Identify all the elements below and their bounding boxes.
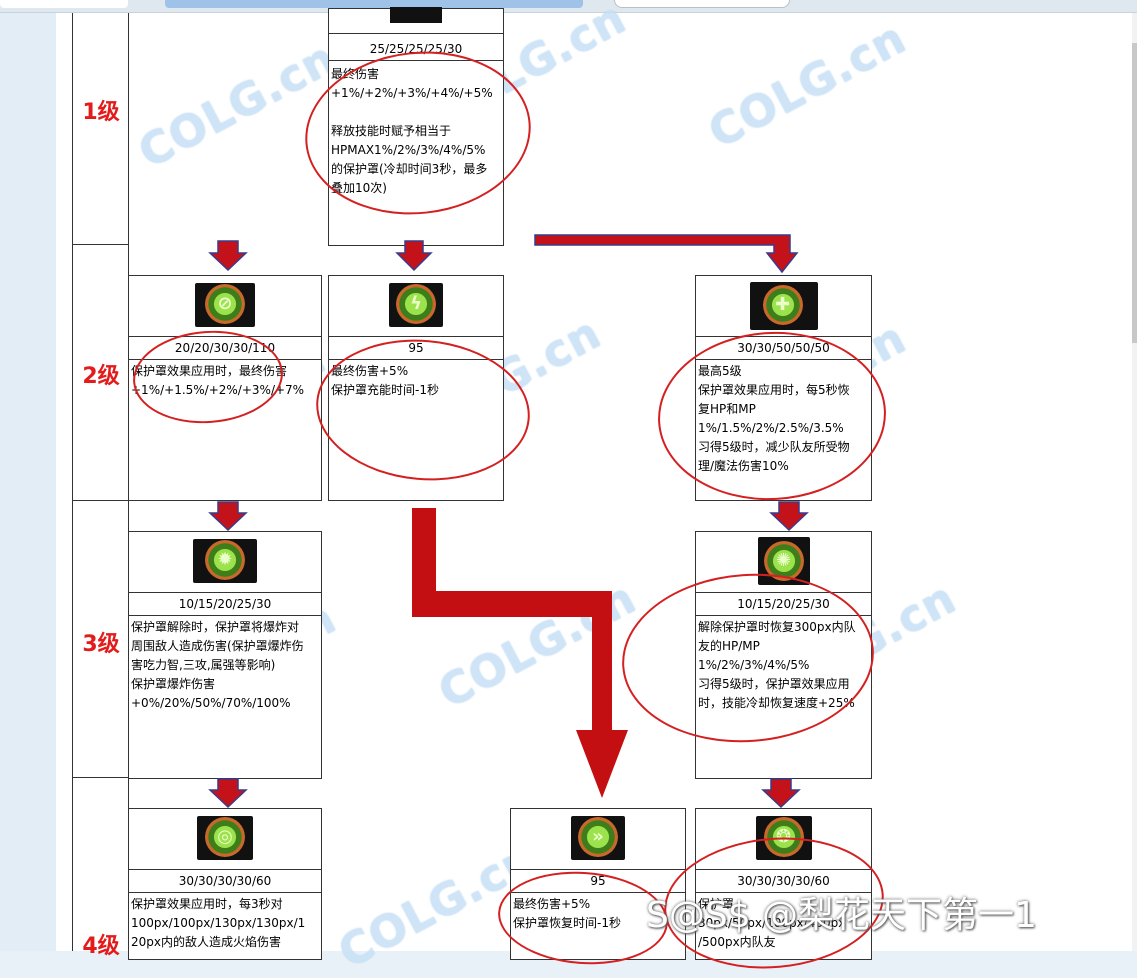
sp-cost: 10/15/20/25/30 bbox=[696, 593, 871, 616]
skill-description: 最终伤害+5% 保护罩恢复时间-1秒 bbox=[513, 897, 621, 930]
skill-icon-row: ϟ bbox=[329, 276, 503, 337]
skill-icon-row: ✚ bbox=[696, 276, 871, 337]
table-row-divider bbox=[72, 777, 128, 778]
aura-shield-icon: ❂ bbox=[755, 816, 812, 860]
skill-icon-row: ❂ bbox=[696, 809, 871, 870]
sp-cost: 95 bbox=[329, 337, 503, 360]
skill-description: 最终伤害 +1%/+2%/+3%/+4%/+5% 释放技能时赋予相当于 HPMA… bbox=[331, 67, 493, 195]
scrollbar-thumb[interactable] bbox=[1132, 43, 1137, 343]
chevron-shield-icon: » bbox=[571, 816, 625, 860]
skill-icon-row: ⊘ bbox=[129, 276, 321, 337]
left-margin bbox=[0, 13, 56, 951]
burst-shield-icon: ✹ bbox=[193, 539, 257, 583]
skill-card-l4-right: ❂ 30/30/30/30/60 保护罩 30px/50px/100px/400… bbox=[695, 808, 872, 960]
scrollbar[interactable] bbox=[1132, 13, 1137, 951]
table-row-divider bbox=[72, 244, 128, 245]
vortex-shield-icon: ◎ bbox=[197, 816, 253, 860]
skill-icon-row: ◎ bbox=[129, 809, 321, 870]
level-label: 4级 bbox=[82, 934, 120, 959]
skill-icon-row: ✺ bbox=[696, 532, 871, 593]
skill-card-l1: 25/25/25/25/30 最终伤害 +1%/+2%/+3%/+4%/+5% … bbox=[328, 7, 504, 246]
skill-description: 解除保护罩时恢复300px内队 友的HP/MP 1%/2%/3%/4%/5% 习… bbox=[698, 620, 856, 710]
skill-description: 保护罩解除时，保护罩将爆炸对 周围敌人造成伤害(保护罩爆炸伤 害吃力智,三攻,属… bbox=[131, 620, 304, 710]
lightning-shield-icon: ϟ bbox=[389, 283, 443, 327]
skill-card-l3-right: ✺ 10/15/20/25/30 解除保护罩时恢复300px内队 友的HP/MP… bbox=[695, 531, 872, 779]
browser-tab[interactable] bbox=[0, 0, 128, 8]
sp-cost: 95 bbox=[511, 870, 685, 893]
skill-card-l3-left: ✹ 10/15/20/25/30 保护罩解除时，保护罩将爆炸对 周围敌人造成伤害… bbox=[128, 531, 322, 779]
skill-description: 最终伤害+5% 保护罩充能时间-1秒 bbox=[331, 364, 439, 397]
search-input[interactable] bbox=[614, 0, 790, 8]
sp-cost: 30/30/50/50/50 bbox=[696, 337, 871, 360]
sp-cost: 25/25/25/25/30 bbox=[329, 38, 503, 61]
skill-card-l2-right: ✚ 30/30/50/50/50 最高5级 保护罩效果应用时，每5秒恢 复HP和… bbox=[695, 275, 872, 501]
shield-crossed-icon: ⊘ bbox=[195, 283, 255, 327]
skill-description: 保护罩 30px/50px/100px/400px /500px内队友 bbox=[698, 897, 846, 949]
skill-icon-row: » bbox=[511, 809, 685, 870]
skill-icon-cropped bbox=[390, 7, 442, 23]
sp-cost: 10/15/20/25/30 bbox=[129, 593, 321, 616]
author-credit-watermark: S@S$ @梨花天下第一1 bbox=[646, 895, 1037, 936]
level-label: 3级 bbox=[82, 632, 120, 657]
skill-card-l4-mid: » 95 最终伤害+5% 保护罩恢复时间-1秒 bbox=[510, 808, 686, 960]
table-row-divider bbox=[72, 500, 128, 501]
sp-cost: 30/30/30/30/60 bbox=[129, 870, 321, 893]
sp-cost: 30/30/30/30/60 bbox=[696, 870, 871, 893]
browser-tab-active[interactable] bbox=[165, 0, 583, 8]
skill-card-l2-left: ⊘ 20/20/30/30/110 保护罩效果应用时，最终伤害 +1%/+1.5… bbox=[128, 275, 322, 501]
sp-cost: 20/20/30/30/110 bbox=[129, 337, 321, 360]
skill-icon-row: ✹ bbox=[129, 532, 321, 593]
table-border-left bbox=[72, 13, 73, 951]
browser-toolbar bbox=[0, 0, 1137, 13]
radiant-heal-icon: ✺ bbox=[757, 537, 810, 585]
heal-cross-icon: ✚ bbox=[749, 282, 818, 330]
level-label: 2级 bbox=[82, 364, 120, 389]
skill-icon-row bbox=[329, 7, 503, 34]
skill-description: 最高5级 保护罩效果应用时，每5秒恢 复HP和MP 1%/1.5%/2%/2.5… bbox=[698, 364, 850, 473]
skill-description: 保护罩效果应用时，每3秒对 100px/100px/130px/130px/1 … bbox=[131, 897, 306, 949]
skill-description: 保护罩效果应用时，最终伤害 +1%/+1.5%/+2%/+3%/+7% bbox=[131, 364, 305, 397]
skill-card-l4-left: ◎ 30/30/30/30/60 保护罩效果应用时，每3秒对 100px/100… bbox=[128, 808, 322, 960]
level-label: 1级 bbox=[82, 100, 120, 125]
skill-card-l2-mid: ϟ 95 最终伤害+5% 保护罩充能时间-1秒 bbox=[328, 275, 504, 501]
